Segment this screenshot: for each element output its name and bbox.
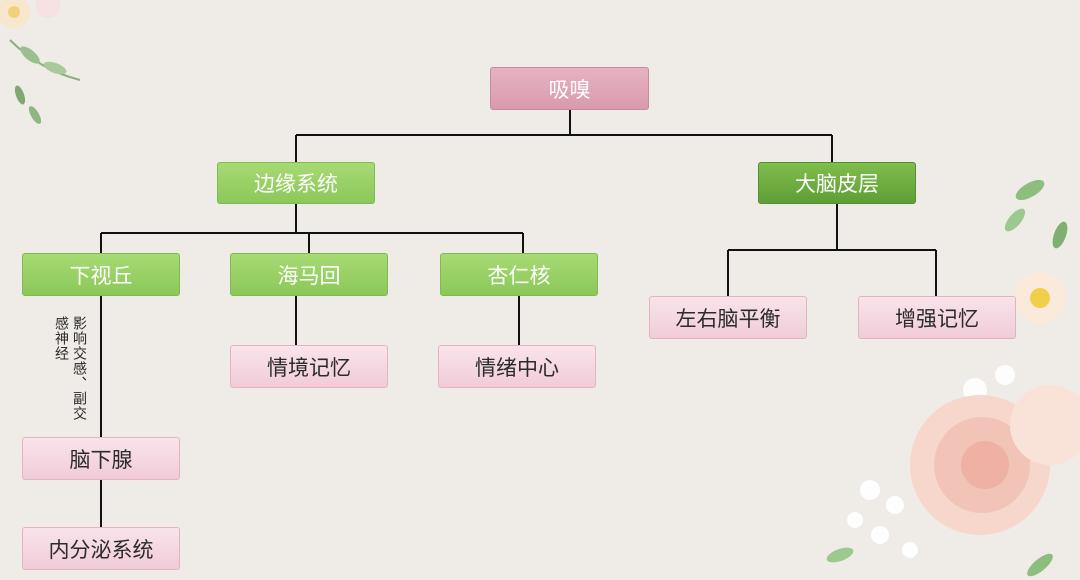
node-hippocampus: 海马回	[230, 253, 388, 296]
node-enhance-memory: 增强记忆	[858, 296, 1016, 339]
node-endocrine-system: 内分泌系统	[22, 527, 180, 570]
node-amygdala: 杏仁核	[440, 253, 598, 296]
node-emotion-center: 情绪中心	[438, 345, 596, 388]
node-cerebral-cortex: 大脑皮层	[758, 162, 916, 204]
node-limbic-system: 边缘系统	[217, 162, 375, 204]
floral-decoration-top-left	[0, 0, 81, 124]
node-root-smell: 吸嗅	[490, 67, 649, 110]
node-pituitary: 脑下腺	[22, 437, 180, 480]
floral-decoration-bottom-right	[826, 179, 1080, 577]
edge-label-sympathetic: 影响交感、副交感神经	[53, 316, 87, 421]
node-situational-memory: 情境记忆	[230, 345, 388, 388]
node-hypothalamus: 下视丘	[22, 253, 180, 296]
node-brain-balance: 左右脑平衡	[649, 296, 807, 339]
